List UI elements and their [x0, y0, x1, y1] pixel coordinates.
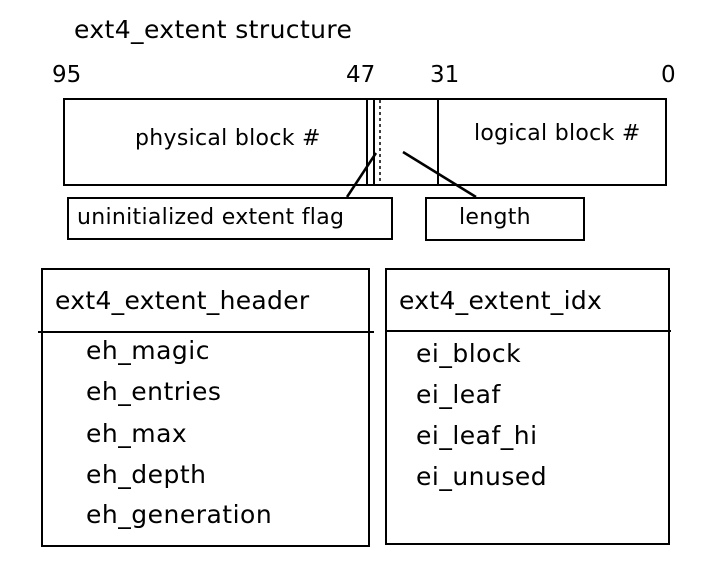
extent-header-table: ext4_extent_header eh_magic eh_entries e…	[41, 268, 370, 547]
bit-label-47: 47	[346, 62, 376, 88]
field-ei-leaf: ei_leaf	[416, 380, 501, 409]
extent-idx-table: ext4_extent_idx ei_block ei_leaf ei_leaf…	[385, 268, 670, 545]
field-eh-entries: eh_entries	[86, 377, 222, 406]
uninitialized-flag-box: uninitialized extent flag	[67, 197, 393, 240]
bit-label-95: 95	[52, 62, 82, 88]
field-ei-leaf-hi: ei_leaf_hi	[416, 421, 538, 450]
bit-label-31: 31	[430, 62, 460, 88]
field-eh-magic: eh_magic	[86, 336, 210, 365]
field-eh-max: eh_max	[86, 419, 188, 448]
diagram-title: ext4_extent structure	[74, 15, 353, 44]
length-connector	[402, 150, 477, 199]
logical-block-label: logical block #	[474, 121, 641, 146]
extent-struct-bar	[63, 98, 667, 186]
field-eh-depth: eh_depth	[86, 460, 207, 489]
bit-label-0: 0	[661, 62, 676, 88]
extent-header-title: ext4_extent_header	[55, 286, 310, 315]
physical-block-label: physical block #	[135, 126, 321, 151]
extent-idx-title: ext4_extent_idx	[399, 286, 603, 315]
field-eh-generation: eh_generation	[86, 500, 273, 529]
field-ei-unused: ei_unused	[416, 462, 548, 491]
field-ei-block: ei_block	[416, 339, 522, 368]
flag-connector	[345, 152, 378, 198]
length-box: length	[425, 197, 585, 241]
